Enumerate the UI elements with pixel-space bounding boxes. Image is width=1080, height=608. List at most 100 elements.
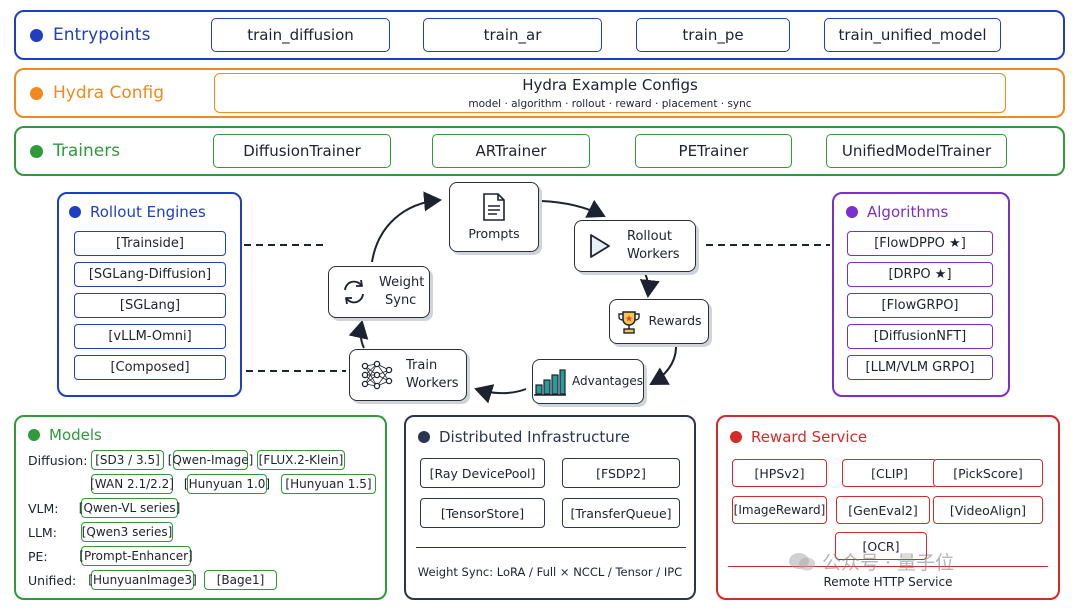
trainer-pe[interactable]: PETrainer (635, 134, 792, 168)
rollout-engines-label: Rollout Engines (90, 203, 206, 221)
models-title: Models (28, 426, 102, 444)
rollout-engines-panel: Rollout Engines [Trainside] [SGLang-Diff… (57, 192, 242, 397)
algo-drpo[interactable]: [DRPO ★] (847, 262, 993, 287)
reward-hpsv2[interactable]: [HPSv2] (732, 459, 827, 487)
arrow-prompts-to-rollout (540, 199, 606, 218)
reward-videoalign[interactable]: [VideoAlign] (933, 496, 1043, 524)
rollout-engines-title: Rollout Engines (69, 203, 206, 221)
train-workers-line2: Workers (406, 376, 459, 391)
reward-imagereward[interactable]: [ImageReward] (732, 496, 827, 524)
distributed-infrastructure-panel: Distributed Infrastructure [Ray DevicePo… (404, 415, 696, 600)
entrypoints-title: Entrypoints (30, 25, 150, 45)
trainer-ar[interactable]: ARTrainer (432, 134, 590, 168)
neural-net-icon (361, 360, 393, 390)
watermark: 公众号 · 量子位 (788, 548, 954, 575)
model-sd3[interactable]: [SD3 / 3.5] (91, 450, 164, 470)
trainer-diffusion[interactable]: DiffusionTrainer (213, 134, 391, 168)
rollout-workers-label: Rollout Workers (627, 228, 680, 263)
document-icon (483, 192, 505, 221)
infra-ray-devicepool[interactable]: [Ray DevicePool] (420, 458, 545, 488)
engine-sglang[interactable]: [SGLang] (74, 293, 226, 318)
hydra-example-configs-box[interactable]: Hydra Example Configs model · algorithm … (214, 73, 1006, 113)
distributed-title: Distributed Infrastructure (418, 428, 630, 446)
model-hunyuanimage3[interactable]: [HunyuanImage3] (88, 570, 197, 590)
arrow-rollout-to-rewards (639, 272, 660, 298)
green-dot-icon (30, 144, 43, 158)
remote-http-service-footer: Remote HTTP Service (823, 575, 953, 589)
model-hunyuan-1-5[interactable]: [Hunyuan 1.5] (281, 474, 376, 494)
trainers-band: Trainers DiffusionTrainer ARTrainer PETr… (14, 126, 1065, 176)
infra-divider (416, 547, 686, 548)
wechat-icon (789, 552, 815, 570)
train-workers-label: Train Workers (406, 357, 459, 392)
algo-flowdppo[interactable]: [FlowDPPO ★] (847, 231, 993, 256)
model-wan[interactable]: [WAN 2.1/2.2] (90, 474, 174, 494)
green-dot-icon (28, 429, 40, 441)
engine-sglang-diffusion[interactable]: [SGLang-Diffusion] (74, 262, 226, 287)
engine-trainside[interactable]: [Trainside] (74, 231, 226, 256)
rewards-label: Rewards (648, 313, 702, 329)
model-flux2-klein[interactable]: [FLUX.2-Klein] (257, 450, 345, 470)
algorithms-panel: Algorithms [FlowDPPO ★] [DRPO ★] [FlowGR… (832, 192, 1010, 397)
reward-service-title: Reward Service (730, 428, 867, 446)
hydra-box-subtitle: model · algorithm · rollout · reward · p… (468, 98, 752, 110)
reward-ocr[interactable]: [OCR] (835, 532, 927, 560)
algo-flowgrpo[interactable]: [FlowGRPO] (847, 293, 993, 318)
rollout-workers-line2: Workers (627, 247, 680, 262)
play-icon (590, 234, 610, 258)
engine-vllm-omni[interactable]: [vLLM-Omni] (74, 324, 226, 349)
bar-chart-icon (534, 368, 566, 396)
model-hunyuan-1-0[interactable]: [Hunyuan 1.0] (184, 474, 270, 494)
advantages-label: Advantages (572, 374, 643, 389)
arrow-sync-to-prompts (371, 191, 442, 263)
orange-dot-icon (30, 86, 43, 100)
trophy-icon (618, 310, 641, 334)
purple-dot-icon (846, 206, 858, 218)
entry-train-unified-model[interactable]: train_unified_model (824, 18, 1001, 52)
algo-diffusionnft[interactable]: [DiffusionNFT] (847, 324, 993, 349)
reward-clip[interactable]: [CLIP] (842, 459, 937, 487)
watermark-text: 公众号 · 量子位 (822, 552, 955, 574)
reward-geneval2[interactable]: [GenEval2] (836, 496, 930, 524)
arrow-train-to-sync (348, 320, 369, 349)
weight-sync-node[interactable]: Weight Sync (328, 266, 430, 318)
reward-pickscore[interactable]: [PickScore] (933, 459, 1043, 487)
entrypoints-label: Entrypoints (53, 25, 151, 45)
rollout-workers-node[interactable]: Rollout Workers (574, 220, 696, 272)
model-qwen-image[interactable]: [Qwen-Image] (168, 450, 253, 470)
rewards-node[interactable]: Rewards (609, 299, 709, 344)
infra-transferqueue[interactable]: [TransferQueue] (562, 498, 680, 528)
train-workers-line1: Train (406, 358, 438, 374)
model-qwen3[interactable]: [Qwen3 series] (81, 522, 173, 542)
entry-train-pe[interactable]: train_pe (636, 18, 790, 52)
advantages-node[interactable]: Advantages (532, 359, 644, 404)
model-prompt-enhancer[interactable]: [Prompt-Enhancer] (79, 546, 193, 566)
infra-fsdp2[interactable]: [FSDP2] (562, 458, 680, 488)
reward-service-panel: Reward Service [HPSv2] [CLIP] [PickScore… (716, 415, 1060, 600)
models-label: Models (49, 426, 102, 444)
trainers-label: Trainers (53, 141, 121, 161)
unified-row-label: Unified: (28, 573, 77, 588)
prompts-node[interactable]: Prompts (449, 182, 539, 252)
vlm-row-label: VLM: (28, 501, 59, 516)
engine-composed[interactable]: [Composed] (74, 355, 226, 380)
algorithms-title: Algorithms (846, 203, 948, 221)
entry-train-diffusion[interactable]: train_diffusion (211, 18, 390, 52)
reward-divider (728, 566, 1048, 567)
train-workers-node[interactable]: Train Workers (349, 349, 467, 401)
rollout-workers-line1: Rollout (627, 229, 672, 245)
model-bage1[interactable]: [Bage1] (204, 570, 277, 590)
arrow-rewards-to-advantages (649, 346, 677, 385)
distributed-label: Distributed Infrastructure (439, 428, 630, 446)
red-dot-icon (730, 431, 742, 443)
weight-sync-line1: Weight (379, 275, 425, 291)
model-qwen-vl[interactable]: [Qwen-VL series] (79, 498, 180, 518)
arrow-advantages-to-train (474, 384, 527, 404)
weight-sync-line2: Sync (385, 293, 417, 308)
prompts-label: Prompts (468, 225, 520, 241)
infra-tensorstore[interactable]: [TensorStore] (420, 498, 545, 528)
trainer-unified-model[interactable]: UnifiedModelTrainer (826, 134, 1007, 168)
llm-row-label: LLM: (28, 525, 57, 540)
entry-train-ar[interactable]: train_ar (423, 18, 602, 52)
algo-llm-vlm-grpo[interactable]: [LLM/VLM GRPO] (847, 355, 993, 380)
